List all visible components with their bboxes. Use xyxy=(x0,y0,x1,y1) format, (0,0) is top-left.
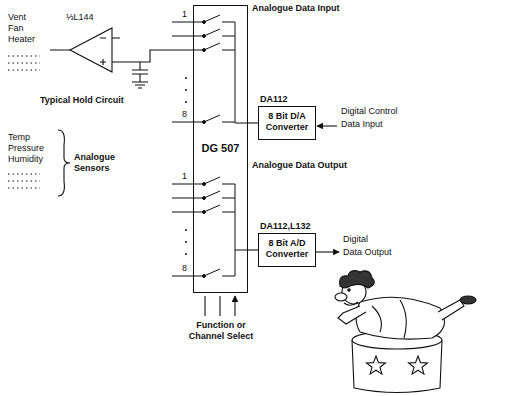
switch-contact xyxy=(203,183,206,186)
signal-name: Digital Control xyxy=(341,106,398,117)
part-number: DA112,L132 xyxy=(260,221,311,231)
switch-bus xyxy=(235,184,248,276)
ellipsis-dot xyxy=(185,253,187,255)
signal-line xyxy=(248,122,258,123)
ellipsis-dot xyxy=(185,229,187,231)
signal-line xyxy=(248,249,258,250)
converter-box: DA1128 Bit D/A Converter xyxy=(258,106,316,140)
signal-name: Data Input xyxy=(341,119,383,130)
output-name: Vent xyxy=(8,12,26,23)
sensor-name: Humidity xyxy=(8,154,43,165)
dotted-rows xyxy=(8,174,40,188)
circuit-caption: Typical Hold Circuit xyxy=(40,95,124,106)
part-number: DA112 xyxy=(260,94,288,104)
switch-contact xyxy=(203,275,206,278)
sensor-name: Pressure xyxy=(8,143,44,154)
ellipsis-dot xyxy=(185,241,187,243)
part-number: ⅓L144 xyxy=(66,12,94,23)
eye xyxy=(348,289,350,291)
switch-contact xyxy=(203,49,206,52)
switch-contact xyxy=(203,211,206,214)
brace xyxy=(58,130,70,196)
signal-label: Analogue Data Input xyxy=(252,3,340,14)
wire xyxy=(50,38,172,62)
nose xyxy=(335,293,347,301)
sensor-name: Temp xyxy=(8,132,30,143)
input-sign xyxy=(100,38,106,65)
mouth xyxy=(344,302,358,305)
group-caption: Analogue Sensors xyxy=(74,152,132,174)
robe xyxy=(356,297,445,339)
stars xyxy=(367,356,428,374)
star-symbol xyxy=(409,356,428,374)
multiplexer-box: DG 507 xyxy=(193,5,248,293)
leg xyxy=(438,300,464,320)
op-amp-symbol xyxy=(70,28,112,72)
box-title: DG 507 xyxy=(202,142,240,155)
switch-contact xyxy=(203,21,206,24)
channel-number: 1 xyxy=(182,171,187,182)
digital-input-arrow xyxy=(317,125,337,126)
switch-array xyxy=(172,15,248,278)
ellipsis-dot xyxy=(185,77,187,79)
channel-number: 1 xyxy=(182,9,187,20)
output-name: Fan xyxy=(8,23,24,34)
box-title: 8 Bit D/A Converter xyxy=(263,111,311,133)
cartoon-wizard xyxy=(335,271,476,393)
ellipsis-dot xyxy=(185,101,187,103)
channel-number: 8 xyxy=(182,109,187,120)
signal-name: Data Output xyxy=(343,247,392,258)
control-caption: Function or Channel Select xyxy=(180,320,262,342)
signal-label: Analogue Data Output xyxy=(252,160,347,171)
converter-box: DA112,L1328 Bit A/D Converter xyxy=(258,233,316,267)
select-arrow xyxy=(205,296,235,316)
output-name: Heater xyxy=(8,34,35,45)
robe-fold xyxy=(372,300,406,338)
star-symbol xyxy=(367,356,386,374)
shoe xyxy=(460,296,476,304)
hair xyxy=(340,271,375,288)
switch-contact xyxy=(203,35,206,38)
channel-number: 8 xyxy=(182,263,187,274)
switch-contact xyxy=(203,197,206,200)
hold-circuit xyxy=(8,28,235,316)
ellipsis-dot xyxy=(185,89,187,91)
switch-bus xyxy=(235,22,248,123)
arm xyxy=(338,306,366,324)
box-title: 8 Bit A/D Converter xyxy=(263,238,311,260)
digital-output-arrow xyxy=(316,251,339,252)
signal-name: Digital xyxy=(343,234,368,245)
switch-contact xyxy=(203,121,206,124)
dotted-rows xyxy=(8,56,40,70)
capacitor-symbol xyxy=(132,62,148,88)
